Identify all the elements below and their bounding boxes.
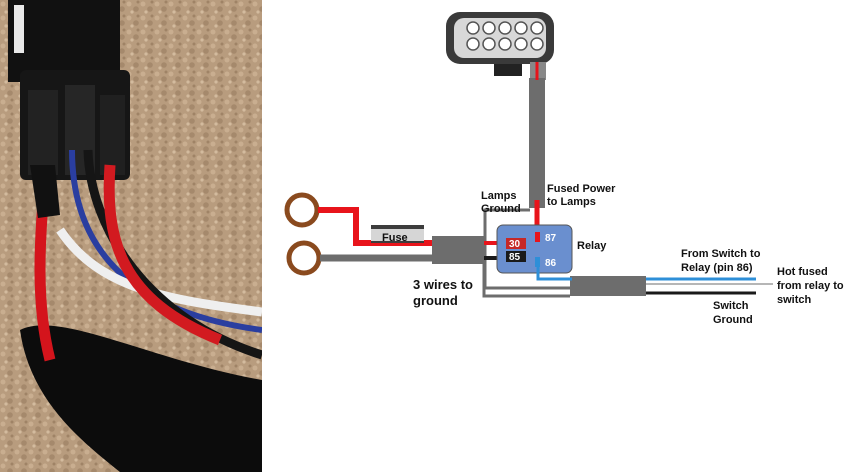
pin-30: 30	[509, 239, 521, 250]
ring-terminal-top	[284, 192, 320, 228]
photo-blue-wire	[69, 149, 262, 333]
relay-harness-photo	[0, 0, 262, 472]
ground-wires-run	[482, 262, 570, 298]
pin-86-mark	[535, 257, 540, 267]
three-wires-label: 3 wires to ground	[413, 277, 477, 308]
lamps-ground-wire-inner	[488, 213, 570, 286]
lamps-ground-wire	[483, 208, 570, 290]
wiring-diagram: Fuse 30 85 87 86 Lamps Ground Fused Powe…	[284, 12, 847, 326]
pin-87: 87	[545, 233, 557, 244]
pin-87-mark	[535, 232, 540, 242]
from-switch-label: From Switch to Relay (pin 86)	[681, 248, 764, 274]
switch-ground-label: Switch Ground	[713, 300, 753, 326]
pin-30-box	[506, 238, 526, 249]
fused-power-label: Fused Power to Lamps	[547, 183, 619, 208]
relay-label: Relay	[577, 240, 607, 252]
hot-fused-label: Hot fused from relay to switch	[777, 266, 847, 306]
lamp-cable	[529, 78, 545, 208]
photo-black-sleeve	[30, 165, 60, 218]
fuse-holder	[371, 225, 424, 243]
black-cable	[20, 325, 262, 472]
fuse-label: Fuse	[382, 232, 408, 244]
pin-85-box	[506, 251, 526, 262]
blue-wire-from-86	[536, 266, 572, 281]
relay-body	[8, 0, 130, 180]
switch-harness-block	[570, 276, 646, 296]
lamp-connector	[446, 12, 554, 80]
photo-red-wire-right	[103, 164, 223, 346]
ring-terminal-bottom	[286, 240, 322, 276]
lamps-ground-label: Lamps Ground	[481, 190, 521, 215]
main-harness-block	[432, 236, 484, 264]
pin-86: 86	[545, 258, 557, 269]
pin-85: 85	[509, 252, 521, 263]
